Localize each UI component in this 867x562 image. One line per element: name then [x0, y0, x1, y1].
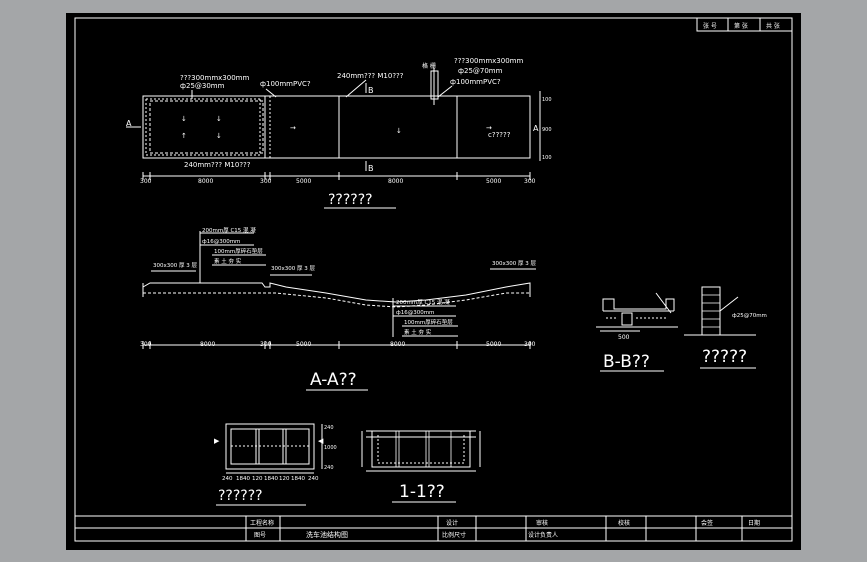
aa-dim-6: 5000 [486, 341, 501, 348]
tb-check: 校核 [618, 519, 630, 527]
plan-pvc-right: ф100mmPVC? [450, 78, 501, 86]
aa-note-1: 200mm厚 C15 混 凝 [202, 226, 256, 234]
section-11: 1-1?? [361, 430, 481, 503]
cut-a-left: A [126, 119, 132, 128]
tank-dim-2: 1840 [236, 476, 250, 482]
tank-dim-6: 1840 [291, 476, 305, 482]
plan-wall-mid: 240mm??? M10??? [337, 72, 404, 80]
tank-side-dim-1: 240 [324, 425, 334, 431]
plan-wall-bottom: 240mm??? M10??? [184, 161, 251, 169]
plan-cover-right: ???300mmx300mm [454, 57, 523, 65]
tank-dim-5: 120 [279, 476, 290, 482]
aa-note-3: 100mm厚碎石垫层 [214, 247, 263, 255]
detail-view: ф25@70mm ????? [684, 286, 767, 369]
aa-dim-5: 8000 [390, 341, 405, 348]
svg-text:↓: ↓ [181, 115, 187, 123]
tb-countersign: 会签 [701, 519, 713, 527]
plan-side-dim-2: 900 [542, 127, 552, 133]
top-title-block: 张 号 第 张 共 张 [696, 17, 793, 32]
top-cell-3: 共 张 [766, 22, 780, 30]
svg-text:↓: ↓ [216, 132, 222, 140]
bb-title: B-B?? [603, 352, 650, 372]
svg-text:▶: ▶ [214, 437, 220, 445]
top-cell-2: 第 张 [734, 22, 748, 30]
plan-cover-left: ???300mmx300mm [180, 74, 249, 82]
tb-lead: 设计负责人 [528, 531, 558, 539]
plan-dim-3: 300 [260, 178, 272, 185]
plan-dim-5: 8000 [388, 178, 403, 185]
aa-dim-2: 8000 [200, 341, 215, 348]
svg-text:→: → [290, 124, 296, 132]
plan-dim-2: 8000 [198, 178, 213, 185]
aa-slab-left: 300x300 厚 3 层 [153, 262, 197, 269]
plan-side-dim-3: 100 [542, 155, 552, 161]
tb-date: 日期 [748, 519, 760, 527]
tank-plan: ▶ ◀ 240 1840 120 1840 120 1840 240 240 1… [214, 423, 337, 506]
tower-label: 格 栅 [422, 62, 436, 70]
detail-label: ф25@70mm [732, 313, 767, 319]
aa-note-4: 素 土 夯 实 [214, 257, 242, 265]
plan-side-dim-1: 100 [542, 97, 552, 103]
cut-a-right: A [533, 124, 539, 133]
tank-side-dim-2: 1000 [324, 445, 337, 451]
aa-note-6: ф16@300mm [396, 310, 434, 316]
plan-note-right: c????? [488, 131, 511, 139]
svg-text:→: → [486, 124, 492, 132]
aa-slab-mid: 300x300 厚 3 层 [271, 265, 315, 272]
aa-dim-3: 300 [260, 341, 272, 348]
aa-dim-4: 5000 [296, 341, 311, 348]
tb-drawing-title: 洗车池结构图 [306, 530, 348, 539]
tb-design: 设计 [446, 519, 458, 527]
title-block: 工程名称 图号 洗车池结构图 设计 比例尺寸 审核 设计负责人 校核 会签 日期 [74, 515, 793, 542]
plan-dim-6: 5000 [486, 178, 501, 185]
plan-view: ↓ ↓ ↑ ↓ → ↓ → A A B B 格 栅 ???300mmx300mm… [126, 57, 552, 209]
plan-rebar-right: ф25@70mm [458, 67, 503, 75]
top-cell-1: 张 号 [703, 22, 717, 30]
section-11-title: 1-1?? [399, 482, 445, 502]
aa-dim-7: 300 [524, 341, 536, 348]
tank-plan-title: ?????? [218, 488, 263, 504]
detail-title: ????? [702, 347, 747, 367]
plan-dim-1: 300 [140, 178, 152, 185]
aa-note-7: 100mm厚碎石垫层 [404, 318, 453, 326]
tb-review: 审核 [536, 519, 548, 527]
svg-text:↓: ↓ [396, 127, 402, 135]
aa-note-2: ф16@300mm [202, 239, 240, 245]
tank-dim-1: 240 [222, 476, 233, 482]
plan-dim-7: 300 [524, 178, 536, 185]
tb-scale: 比例尺寸 [442, 531, 466, 539]
section-bb: 500 B-B?? [596, 292, 678, 372]
svg-text:↑: ↑ [181, 132, 187, 140]
aa-slab-right: 300x300 厚 3 层 [492, 260, 536, 267]
tank-dim-7: 240 [308, 476, 319, 482]
plan-rebar-left: ф25@30mm [180, 82, 225, 90]
tank-side-dim-3: 240 [324, 465, 334, 471]
tb-drawing-no: 图号 [254, 532, 266, 539]
plan-dim-4: 5000 [296, 178, 311, 185]
aa-note-5: 200mm厚 C15 混 凝 [396, 298, 450, 306]
drawing-sheet: 张 号 第 张 共 张 ↓ ↓ ↑ ↓ → ↓ → A A B B [66, 13, 801, 550]
plan-title: ?????? [328, 192, 373, 208]
aa-dim-1: 300 [140, 341, 152, 348]
svg-text:↓: ↓ [216, 115, 222, 123]
cut-b-bottom: B [368, 164, 374, 173]
plan-pvc-left: ф100mmPVC? [260, 80, 311, 88]
tank-dim-4: 1840 [264, 476, 278, 482]
tb-project-name: 工程名称 [250, 519, 274, 527]
svg-text:◀: ◀ [318, 437, 324, 445]
aa-title: A-A?? [310, 370, 357, 390]
section-aa: 200mm厚 C15 混 凝 ф16@300mm 100mm厚碎石垫层 素 土 … [140, 226, 536, 391]
aa-note-8: 素 土 夯 实 [404, 328, 432, 336]
cad-drawing: 张 号 第 张 共 张 ↓ ↓ ↑ ↓ → ↓ → A A B B [74, 17, 793, 542]
cut-b-top: B [368, 86, 374, 95]
bb-dim: 500 [618, 334, 630, 341]
tank-dim-3: 120 [252, 476, 263, 482]
